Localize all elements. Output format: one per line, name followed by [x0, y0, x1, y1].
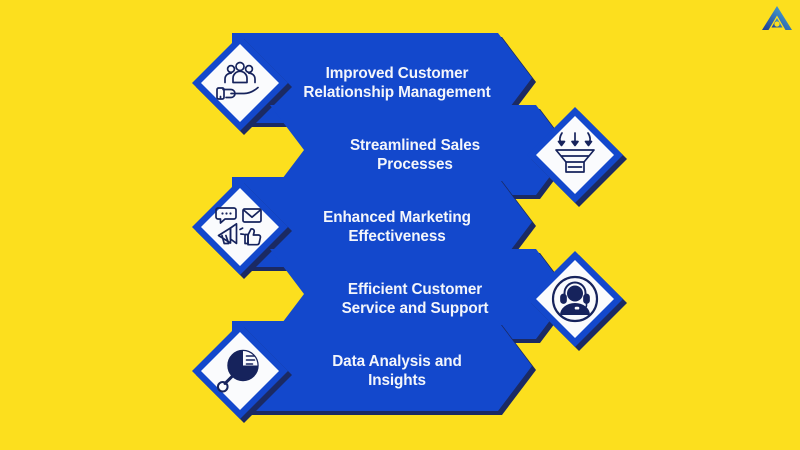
chevron-bar[interactable]	[270, 249, 574, 343]
process-row[interactable]: Streamlined Sales Processes	[0, 105, 800, 207]
chevron-bar[interactable]	[232, 177, 536, 271]
row-label: Data Analysis and Insights	[332, 353, 462, 389]
megaphone-marketing-icon	[214, 201, 266, 253]
icon-diamond[interactable]	[525, 105, 627, 207]
row-label: Efficient Customer Service and Support	[341, 281, 489, 317]
icon-diamond-face	[525, 105, 625, 205]
mountain-m-logo	[762, 6, 792, 30]
row-label: Enhanced Marketing Effectiveness	[323, 209, 471, 245]
chevron-bar[interactable]	[270, 105, 574, 199]
chevron-bar[interactable]	[232, 321, 536, 415]
chevron-bar-fill	[232, 177, 532, 267]
sales-funnel-icon	[549, 129, 601, 181]
row-label: Streamlined Sales Processes	[349, 137, 481, 173]
hand-holding-people-icon	[214, 57, 266, 109]
icon-diamond[interactable]	[190, 33, 292, 135]
icon-diamond[interactable]	[190, 177, 292, 279]
row-label: Improved Customer Relationship Managemen…	[303, 65, 491, 101]
headset-support-agent-icon	[549, 273, 601, 325]
process-row[interactable]: Data Analysis and Insights	[0, 321, 800, 423]
chevron-bar-fill	[270, 105, 570, 195]
magnifier-pie-chart-icon	[214, 345, 266, 397]
chevron-bar-fill	[232, 321, 532, 411]
process-row[interactable]: Efficient Customer Service and Support	[0, 249, 800, 351]
chevron-bar-fill	[270, 249, 570, 339]
process-row[interactable]: Enhanced Marketing Effectiveness	[0, 177, 800, 279]
icon-diamond[interactable]	[525, 249, 627, 351]
chevron-bar-fill	[232, 33, 532, 123]
chevron-bar[interactable]	[232, 33, 536, 127]
icon-diamond[interactable]	[190, 321, 292, 423]
process-row[interactable]: Improved Customer Relationship Managemen…	[0, 33, 800, 135]
